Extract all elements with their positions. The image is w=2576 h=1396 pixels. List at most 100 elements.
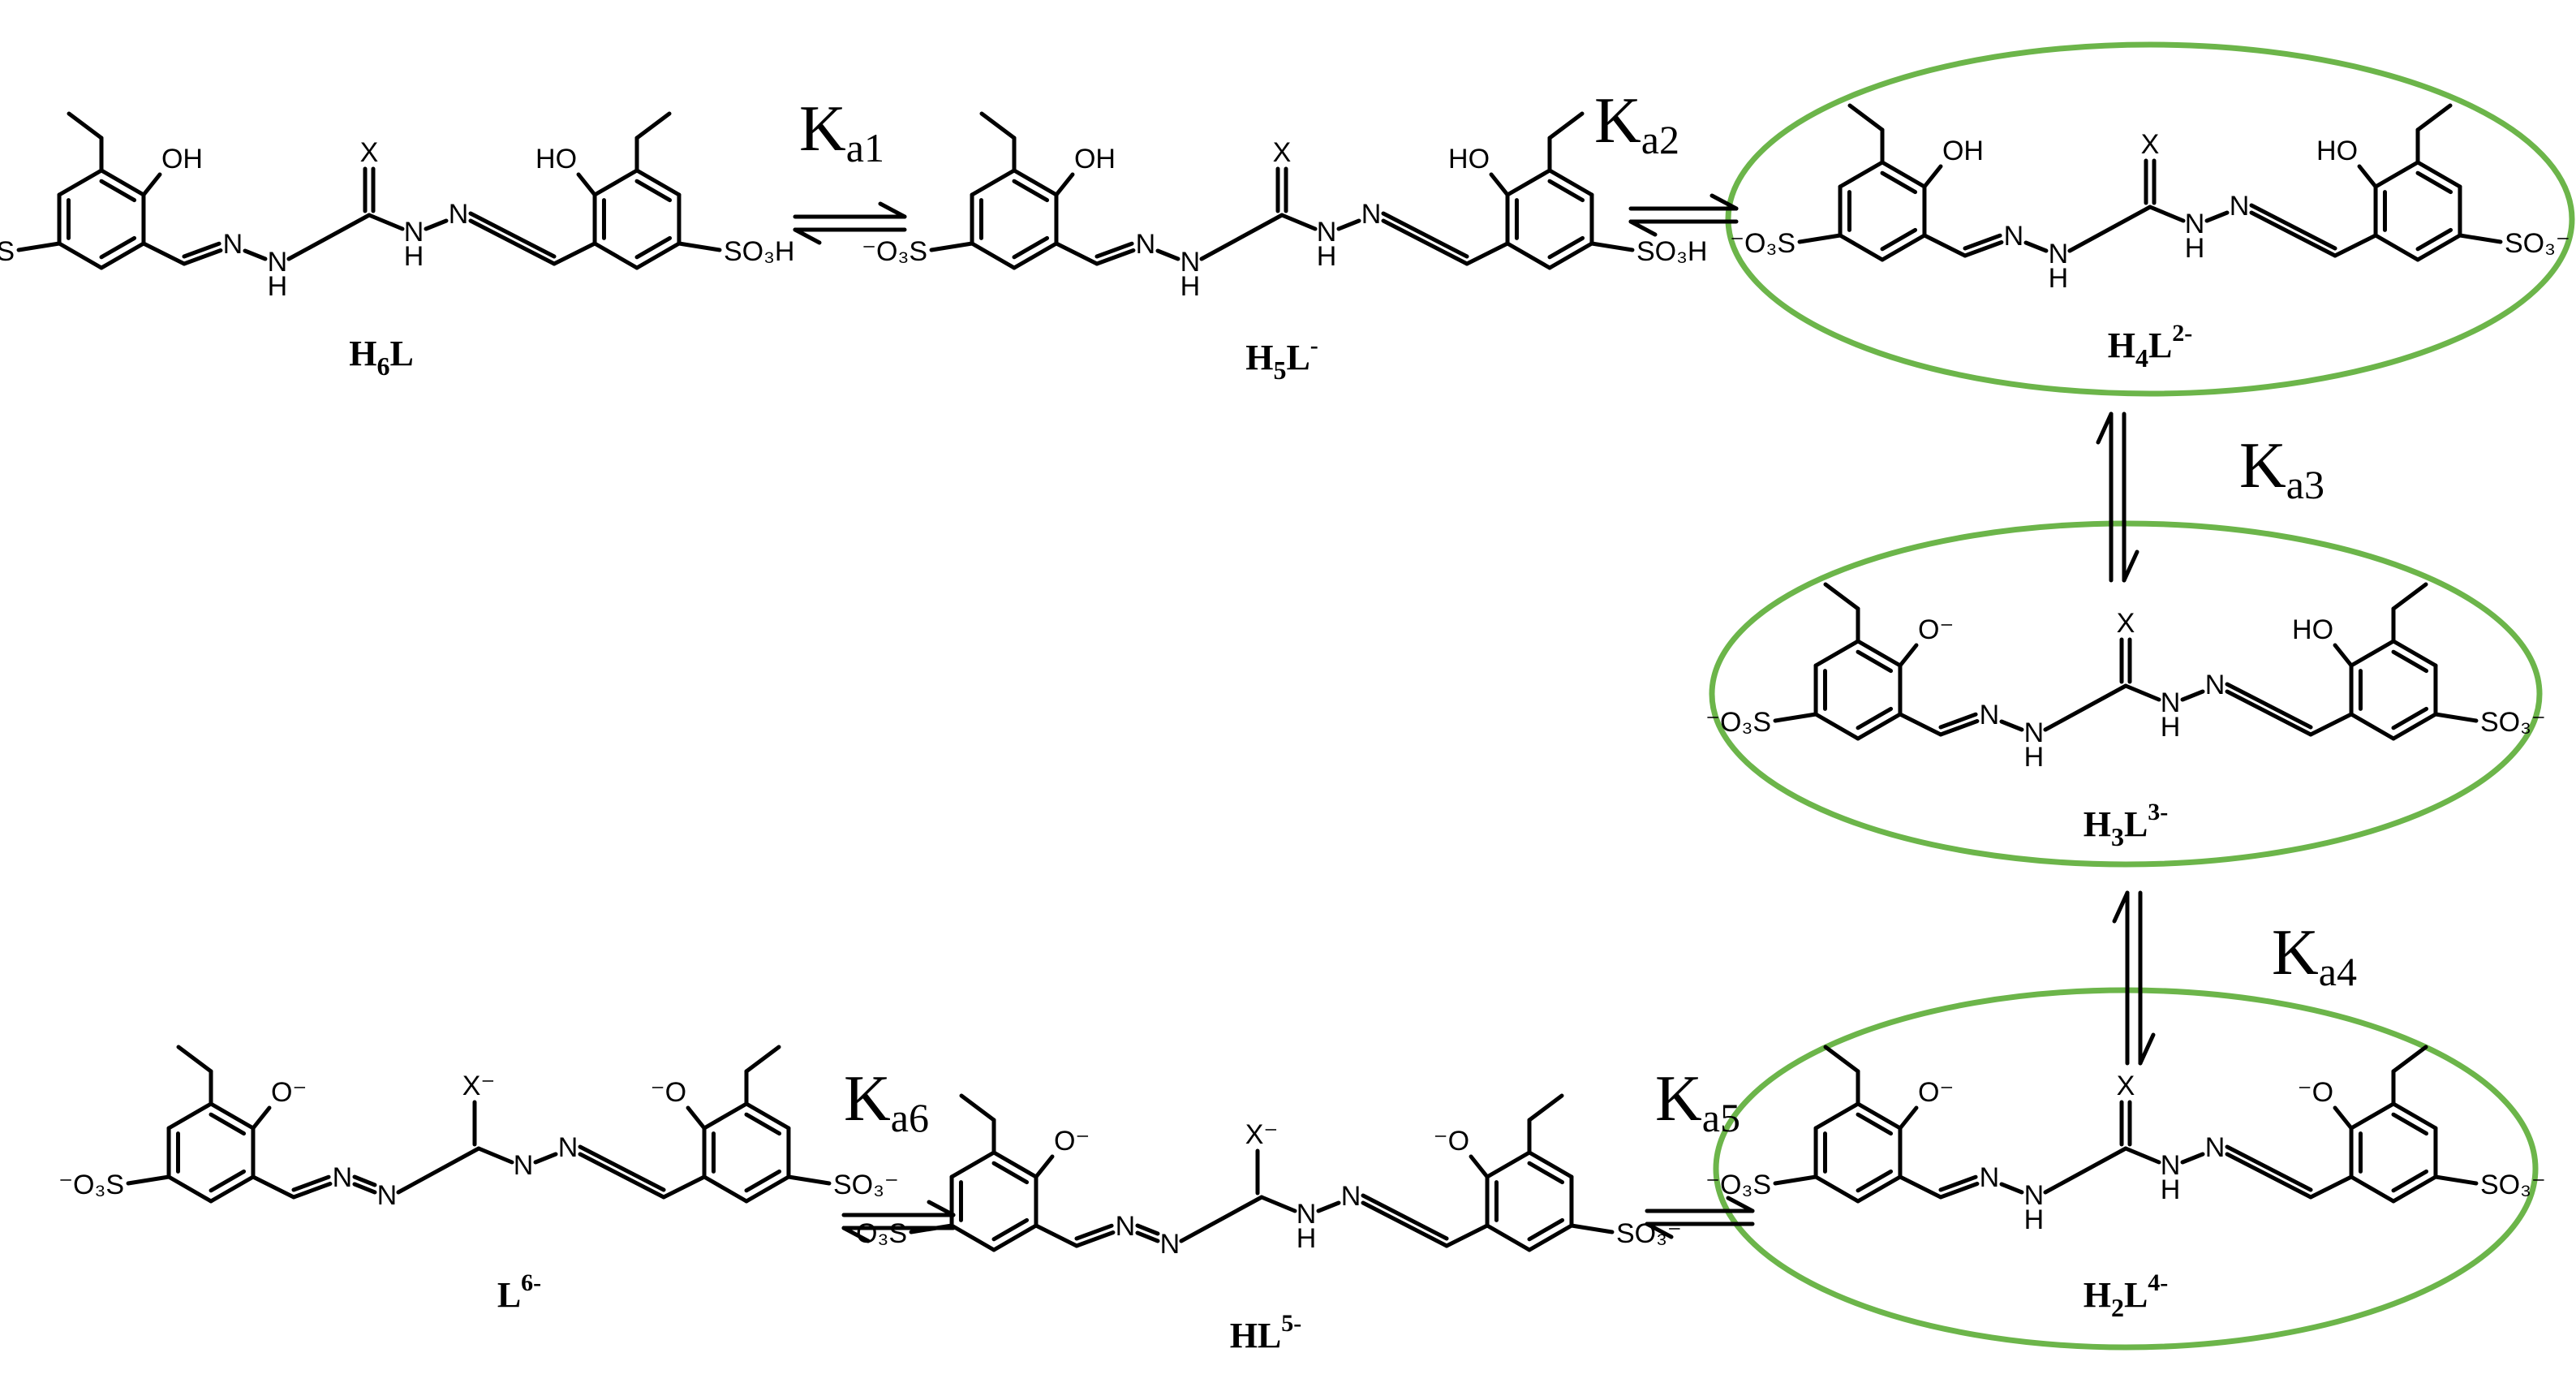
- imine-double-bond: [291, 1174, 331, 1192]
- azine-bond: [1336, 218, 1361, 231]
- ring-bond: [1012, 168, 1059, 197]
- imine-nitrogen: N: [2230, 191, 2250, 222]
- hydrazine-nitrogen: N: [2185, 209, 2205, 239]
- imine-double-bond: [468, 218, 557, 266]
- hydrazine-bond: [2148, 205, 2186, 223]
- ring-bond: [1880, 160, 1927, 189]
- ring-bond: [166, 1174, 213, 1204]
- heteroatom-x: X⁻: [462, 1071, 496, 1101]
- equilibrium-arrow: [841, 1200, 956, 1243]
- ring-bond: [209, 1101, 256, 1131]
- imine-double-bond: [1381, 218, 1469, 266]
- imine-double-bond: [2225, 1144, 2313, 1192]
- species-label-H3L: H3L3-: [2084, 799, 2169, 851]
- right-sulfonate-group: SO₃⁻: [2505, 228, 2570, 259]
- ring-bond: [1813, 639, 1860, 668]
- left-sulfonate-group: ⁻O₃S: [862, 236, 927, 267]
- ring-bond: [1505, 168, 1552, 197]
- left-sulfonate-group: HO₃S: [0, 236, 15, 267]
- amine-hydrogen: H: [1180, 271, 1201, 302]
- methyl-bond: [67, 111, 104, 140]
- azine-bond: [533, 1152, 558, 1165]
- right-phenol-group: ⁻O: [651, 1077, 686, 1108]
- ring-double-bond: [1527, 1217, 1565, 1242]
- ring-bond: [1856, 1101, 1903, 1131]
- left-sulfonate-group: ⁻O₃S: [58, 1170, 124, 1200]
- hydroxyl-bond: [251, 1105, 272, 1131]
- equilibrium-constant-a3: Ka3: [2239, 430, 2324, 507]
- right-phenol-group: ⁻O: [2298, 1077, 2333, 1108]
- ring-bond: [991, 1223, 1039, 1252]
- imine-bond: [251, 1174, 296, 1200]
- imine-bond: [1922, 233, 1967, 258]
- ring-bond: [1856, 1174, 1903, 1204]
- ring-bond: [970, 168, 1017, 197]
- hydrazine-bond: [1279, 213, 1318, 231]
- ring-double-bond: [991, 1217, 1030, 1242]
- methyl-bond: [959, 1093, 996, 1122]
- azine-double-bond: [352, 1174, 377, 1187]
- ring-bond: [2415, 233, 2462, 262]
- imine-bond: [1444, 1223, 1490, 1248]
- ring-bond: [634, 241, 682, 270]
- hydroxyl-bond: [2357, 164, 2378, 189]
- ring-double-bond: [2391, 1169, 2429, 1193]
- hydrazine-nitrogen: N: [2161, 687, 2181, 718]
- ring-double-bond: [99, 179, 137, 203]
- hydrazine-nitrogen: N: [1180, 247, 1201, 278]
- heteroatom-x: X: [1273, 137, 1292, 168]
- equilibrium-arrow: [1645, 1196, 1755, 1239]
- thiocarbonyl-bond: [1179, 1195, 1264, 1243]
- sulfonate-bond: [2458, 233, 2503, 244]
- ring-bond: [1485, 1223, 1532, 1252]
- highlight-ellipses: [1709, 41, 2575, 1351]
- imine-double-bond: [578, 1152, 666, 1200]
- forward-arrow-head: [927, 1200, 956, 1217]
- amine-hydrogen: H: [2161, 712, 2181, 743]
- left-phenol-group: OH: [161, 144, 203, 174]
- ring-bond: [744, 1101, 791, 1131]
- equilibrium-constant-a4: Ka4: [2272, 917, 2357, 994]
- imine-double-bond: [1938, 1174, 1978, 1192]
- equilibrium-constant-a1: Ka1: [799, 93, 884, 170]
- ring-bond: [1547, 241, 1594, 270]
- hydrazine-nitrogen: N: [377, 1180, 398, 1211]
- ring-double-bond: [2391, 706, 2429, 730]
- imine-double-bond: [2225, 682, 2313, 730]
- imine-double-bond: [182, 248, 223, 266]
- methyl-bond: [1823, 1045, 1860, 1074]
- ring-double-bond: [1856, 649, 1894, 674]
- methyl-bond: [2391, 582, 2428, 611]
- ring-bond: [949, 1223, 996, 1252]
- imine-double-bond: [2249, 203, 2337, 251]
- hydrazine-bond: [1999, 1182, 2024, 1195]
- imine-nitrogen: N: [2004, 221, 2024, 252]
- ring-bond: [1505, 241, 1552, 270]
- forward-arrow-head: [878, 201, 907, 219]
- ring-bond: [991, 1150, 1039, 1179]
- sulfonate-bond: [1589, 241, 1635, 252]
- imine-nitrogen: N: [2205, 1132, 2226, 1163]
- hydrazine-bond: [2023, 240, 2049, 253]
- ring-double-bond: [2391, 1112, 2429, 1136]
- left-phenol-group: OH: [1942, 136, 1984, 166]
- left-phenol-group: O⁻: [1918, 1077, 1954, 1108]
- left-phenol-group: O⁻: [1918, 614, 1954, 645]
- ring-double-bond: [1547, 235, 1585, 260]
- imine-double-bond: [2225, 689, 2313, 737]
- imine-double-bond: [291, 1182, 333, 1200]
- imine-double-bond: [468, 211, 557, 259]
- hydrazine-nitrogen: N: [404, 217, 424, 248]
- ring-bond: [1485, 1150, 1532, 1179]
- hydrazine-nitrogen: N: [1317, 217, 1337, 248]
- imine-double-bond: [182, 241, 221, 259]
- sulfonate-bond: [2433, 1174, 2479, 1186]
- forward-arrow-head: [1709, 193, 1739, 211]
- heteroatom-x: X: [2117, 608, 2135, 639]
- azine-bond: [2204, 210, 2230, 223]
- right-phenol-group: HO: [535, 144, 577, 174]
- reverse-arrow-head: [1628, 219, 1658, 237]
